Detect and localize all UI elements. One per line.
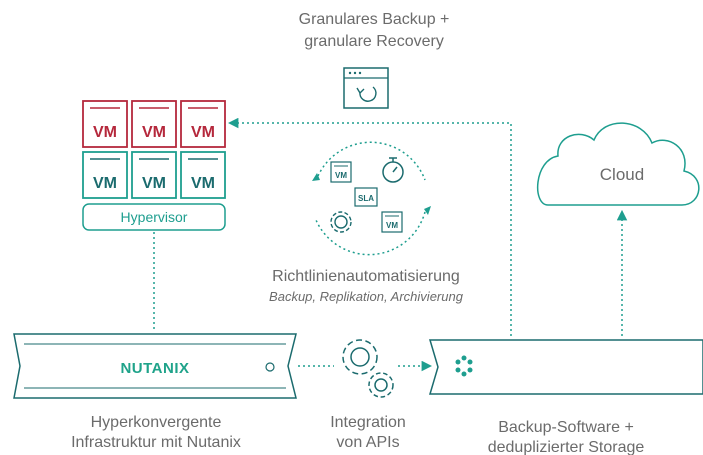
backup-logo-icon <box>455 355 473 377</box>
svg-text:VM: VM <box>191 175 215 192</box>
power-led-icon <box>265 362 275 372</box>
backup-appliance <box>428 339 703 395</box>
nutanix-appliance <box>13 333 297 399</box>
cloud-shape <box>536 122 700 206</box>
nutanix-logo: NUTANIX <box>120 360 189 377</box>
vm-stack: VM VM VM VM VM VM Hypervis <box>82 100 226 231</box>
automation-title: Richtlinienautomatisierung <box>272 268 460 285</box>
svg-text:VM: VM <box>386 221 398 230</box>
nutanix-caption-line1: Hyperkonvergente <box>91 414 222 431</box>
svg-text:VM: VM <box>191 124 215 141</box>
vm-red-1: VM <box>82 100 128 148</box>
svg-text:VM: VM <box>93 175 117 192</box>
svg-text:SLA: SLA <box>358 194 374 203</box>
backup-caption-line2: deduplizierter Storage <box>488 439 645 455</box>
stopwatch-icon <box>382 157 404 183</box>
policy-gear-icon <box>330 211 352 233</box>
integration-caption-line1: Integration <box>330 414 406 431</box>
vm-teal-3: VM <box>180 151 226 199</box>
cloud-label: Cloud <box>600 165 644 184</box>
cycle-arrow-bottom <box>315 211 426 256</box>
policy-vm-icon-left: VM <box>330 161 352 183</box>
vm-red-3: VM <box>180 100 226 148</box>
svg-text:VM: VM <box>142 175 166 192</box>
api-gears-icon <box>342 339 394 398</box>
nutanix-caption-line2: Infrastruktur mit Nutanix <box>71 434 241 451</box>
vm-teal-2: VM <box>131 151 177 199</box>
svg-text:VM: VM <box>93 124 117 141</box>
hypervisor-label: Hypervisor <box>121 209 188 225</box>
backup-caption-line1: Backup-Software + <box>498 419 634 436</box>
recovery-caption-line2: granulare Recovery <box>304 33 444 50</box>
recovery-window-icon <box>343 67 389 109</box>
hypervisor-box <box>82 203 226 231</box>
vm-teal-1: VM <box>82 151 128 199</box>
vm-red-2: VM <box>131 100 177 148</box>
policy-vm-icon-right: VM <box>381 211 403 233</box>
automation-cycle: VM SLA VM <box>312 141 431 256</box>
automation-subtitle: Backup, Replikation, Archivierung <box>269 289 464 304</box>
recovery-caption-line1: Granulares Backup + <box>299 11 450 28</box>
integration-caption-line2: von APIs <box>336 434 399 451</box>
svg-text:VM: VM <box>335 171 347 180</box>
recovery-arrow <box>227 117 512 336</box>
sla-document-icon: SLA <box>354 187 378 207</box>
svg-text:VM: VM <box>142 124 166 141</box>
